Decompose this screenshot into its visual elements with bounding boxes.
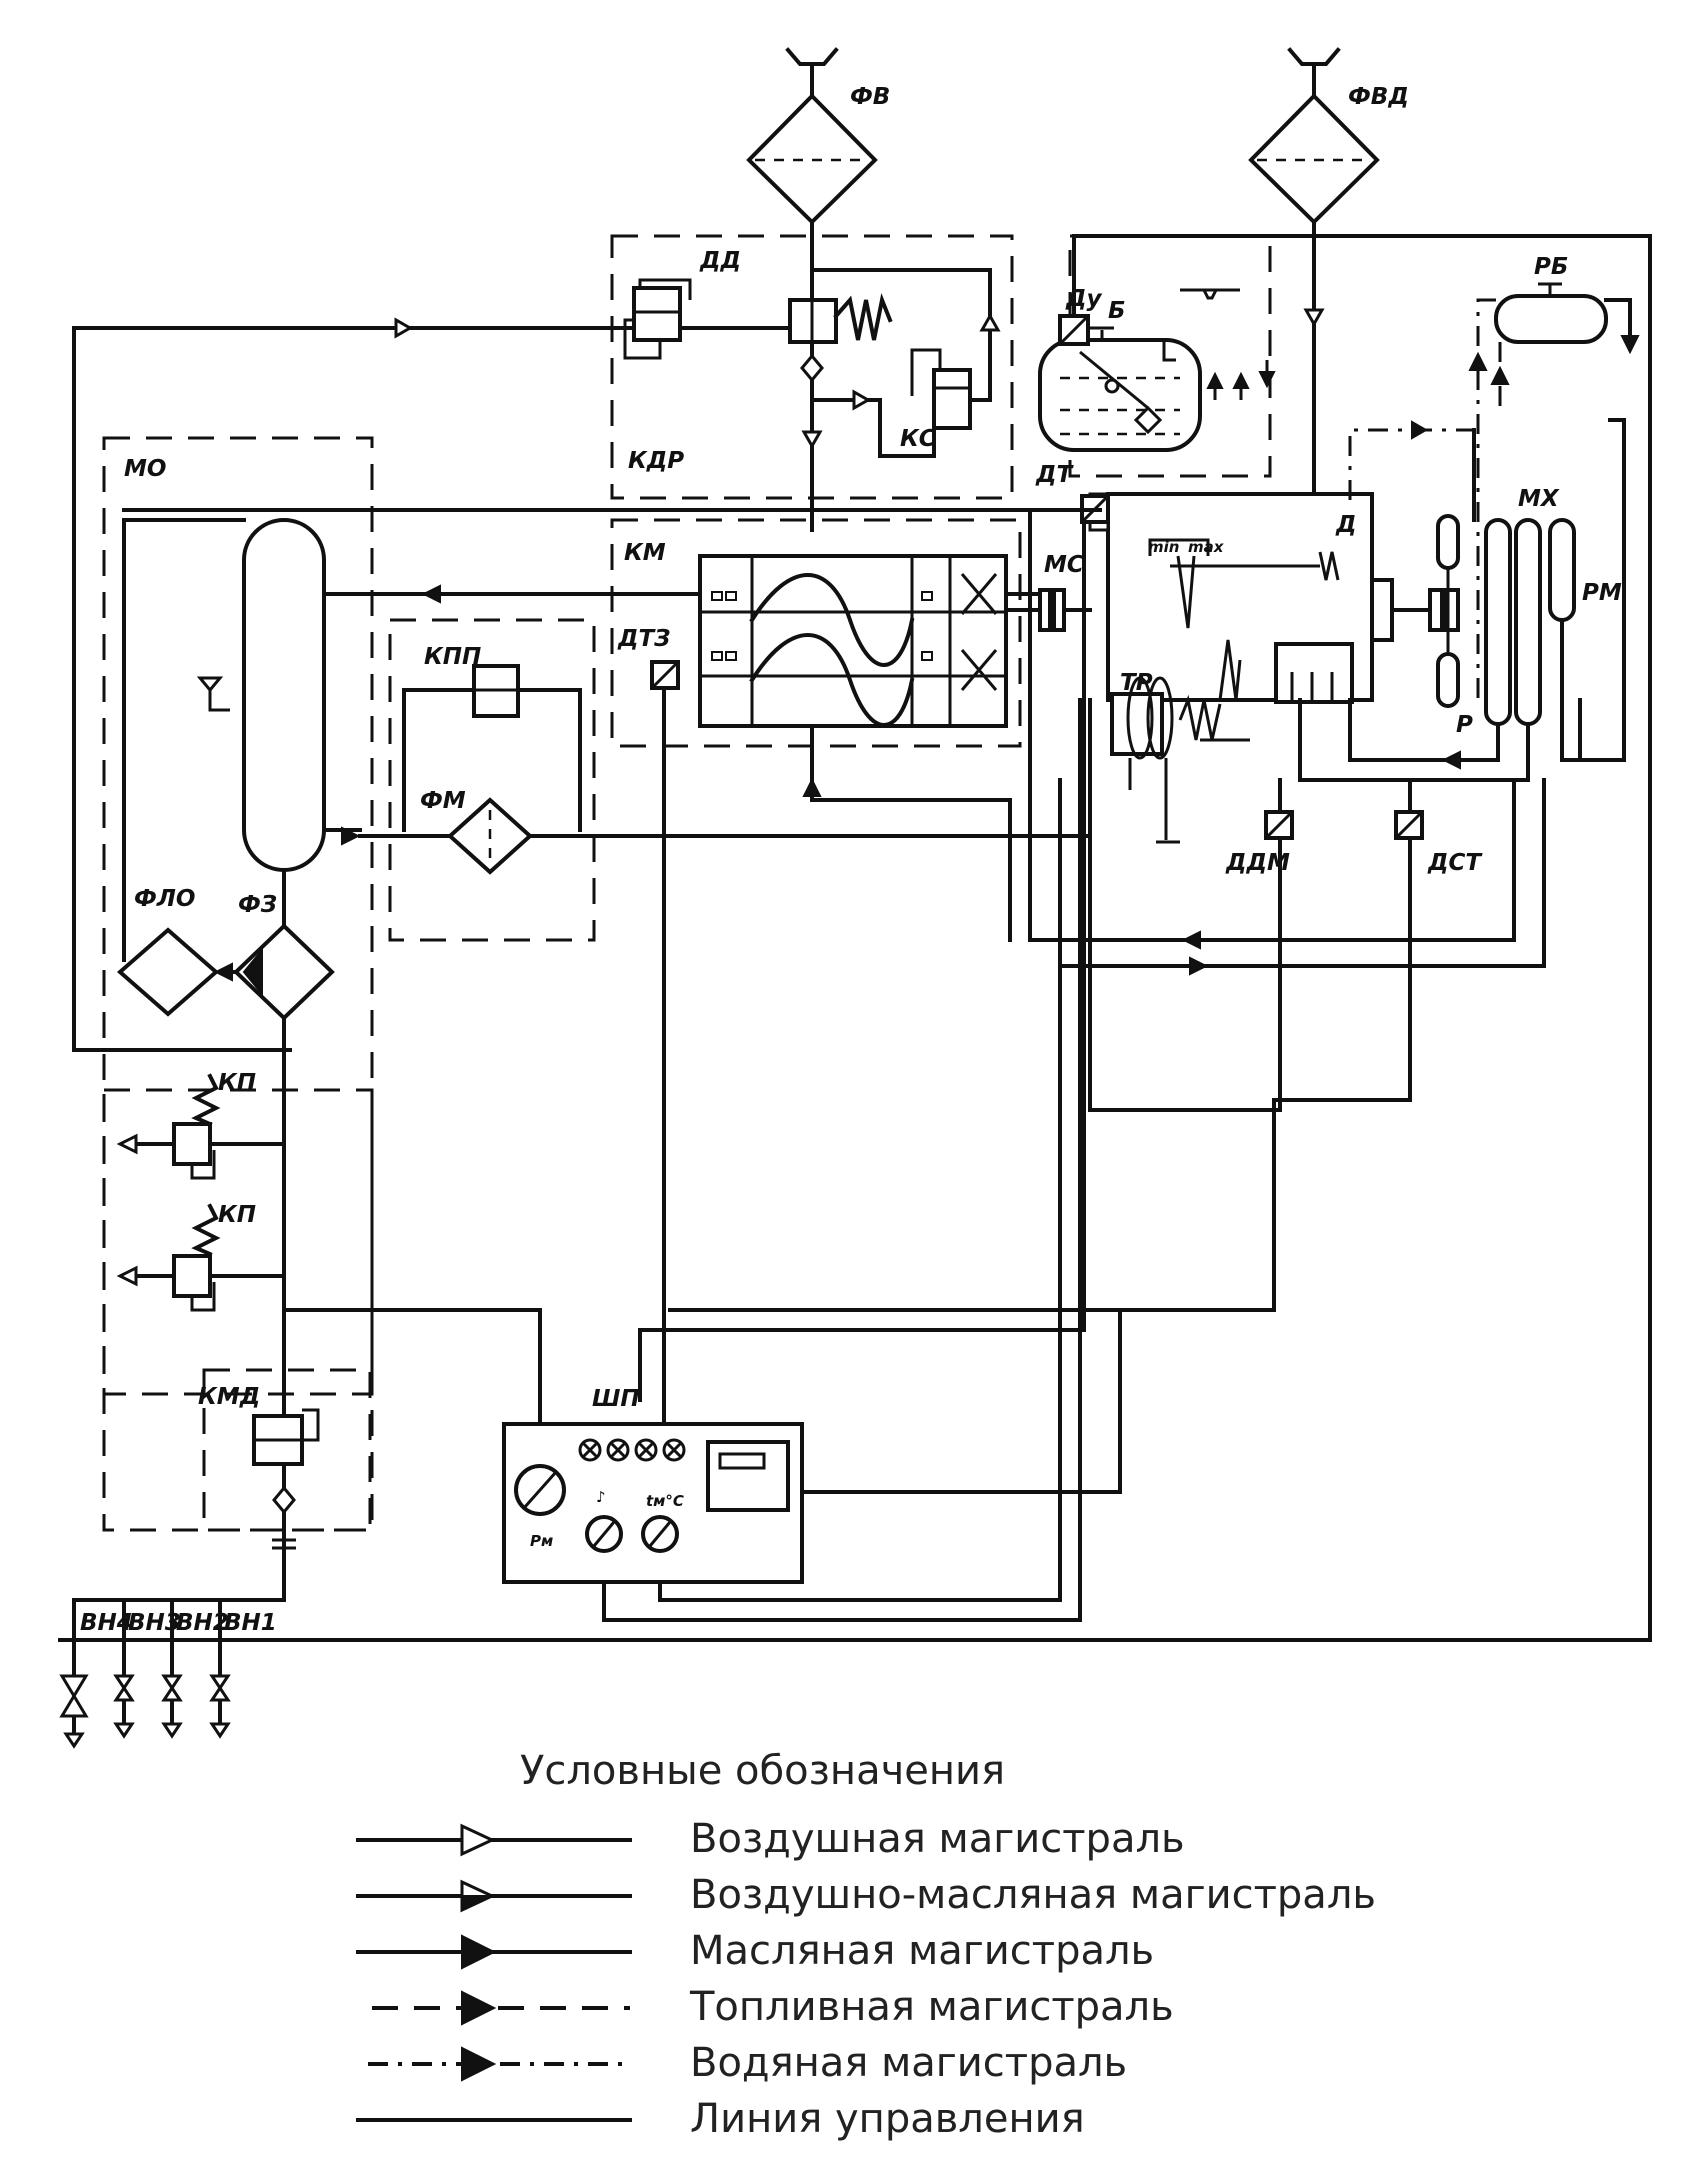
legend-item-oil: Масляная магистраль [356, 1928, 1154, 1974]
label-kp-2: КП [218, 1202, 256, 1228]
oil-filter-flo: ФЛО [116, 886, 242, 1017]
label-kdr: КДР [628, 448, 684, 474]
label-kp-1: КП [218, 1070, 256, 1096]
oil-tank-mo: МО [102, 436, 1102, 1396]
engine-d: Д min max ТР ДТ [1035, 462, 1460, 844]
legend-item-water: Водяная магистраль [368, 2040, 1127, 2086]
label-fz: ФЗ [238, 892, 277, 918]
label-vn2: ВН2 [176, 1610, 229, 1636]
legend-text-air-oil: Воздушно-масляная магистраль [690, 1872, 1376, 1918]
label-fvd: ФВД [1348, 84, 1409, 110]
legend: Условные обозначения Воздушная магистрал… [356, 1748, 1376, 2142]
label-shp: ШП [592, 1386, 640, 1412]
label-mo: МО [124, 456, 166, 482]
label-dt: ДТ [1035, 462, 1074, 488]
expansion-tank-rb: РБ [1468, 254, 1640, 700]
label-ks: КС [900, 426, 936, 452]
check-valve-kmd: КМД [198, 1368, 372, 1550]
oil-circulation-lines [1028, 418, 1626, 976]
label-tr: ТР [1120, 670, 1153, 696]
pressure-regulator-block-kdr: ДД КДР КС [72, 234, 1014, 1052]
legend-text-air: Воздушная магистраль [690, 1816, 1185, 1862]
label-tm: tм°С [646, 1492, 684, 1510]
label-dst: ДСТ [1427, 850, 1483, 876]
label-mx: МХ [1518, 486, 1560, 512]
label-max: max [1188, 538, 1225, 556]
air-filter-fv: ФВ [746, 47, 890, 532]
high-pressure-air-filter-fvd: ФВД [1248, 47, 1409, 492]
legend-item-control: Линия управления [356, 2096, 1085, 2142]
legend-text-fuel: Топливная магистраль [689, 1984, 1174, 2030]
legend-text-control: Линия управления [690, 2096, 1085, 2142]
label-min: min [1148, 538, 1179, 556]
control-panel-shp: ШП Рм ♪ tм°С [502, 1386, 804, 1584]
legend-text-oil: Масляная магистраль [690, 1928, 1154, 1974]
label-kmd: КМД [198, 1384, 260, 1410]
label-fv: ФВ [850, 84, 890, 110]
oil-filter-fm: ФМ [341, 788, 1092, 875]
label-du: Ду [1065, 286, 1102, 312]
fuel-tank-b: Б Ду [58, 234, 1652, 1642]
legend-text-water: Водяная магистраль [690, 2040, 1127, 2086]
bypass-valve-kpp: КПП [388, 618, 596, 942]
legend-item-air: Воздушная магистраль [356, 1816, 1185, 1862]
oil-temp-sensor-dst: ДСТ [668, 778, 1483, 1312]
relief-valves-kp: КП КП [102, 1016, 374, 1602]
label-fm: ФМ [420, 788, 466, 814]
label-dd: ДД [699, 248, 741, 274]
indicator-lamps [578, 1438, 686, 1462]
compressor-km: КМ ДТЗ МС [610, 518, 1092, 942]
label-vn3: ВН3 [128, 1610, 181, 1636]
label-flo: ФЛО [134, 886, 195, 912]
oil-pressure-sensor-ddm: ДДМ [1088, 698, 1294, 1112]
legend-item-fuel: Топливная магистраль [372, 1984, 1174, 2030]
label-rb: РБ [1534, 254, 1568, 280]
oil-filter-fz: ФЗ [233, 892, 335, 1021]
legend-title: Условные обозначения [520, 1748, 1005, 1794]
label-km: КМ [624, 540, 666, 566]
drain-valves-vn: ВН4 ВН3 ВН2 ВН1 [59, 1598, 286, 1749]
label-rm: РМ [1582, 580, 1622, 606]
label-ms: МС [1044, 552, 1084, 578]
label-b: Б [1108, 298, 1126, 324]
label-pm: Рм [530, 1532, 553, 1550]
label-kpp: КПП [424, 644, 481, 670]
oil-cooler-mx: МХ РМ Р [1298, 420, 1622, 782]
label-r: Р [1456, 712, 1473, 738]
legend-item-air-oil: Воздушно-масляная магистраль [356, 1872, 1376, 1918]
label-vn4: ВН4 [80, 1610, 133, 1636]
label-dtz: ДТЗ [617, 626, 671, 652]
label-vn1: ВН1 [224, 1610, 277, 1636]
icon-bell-glyph: ♪ [596, 1488, 606, 1506]
label-d: Д [1335, 512, 1356, 538]
